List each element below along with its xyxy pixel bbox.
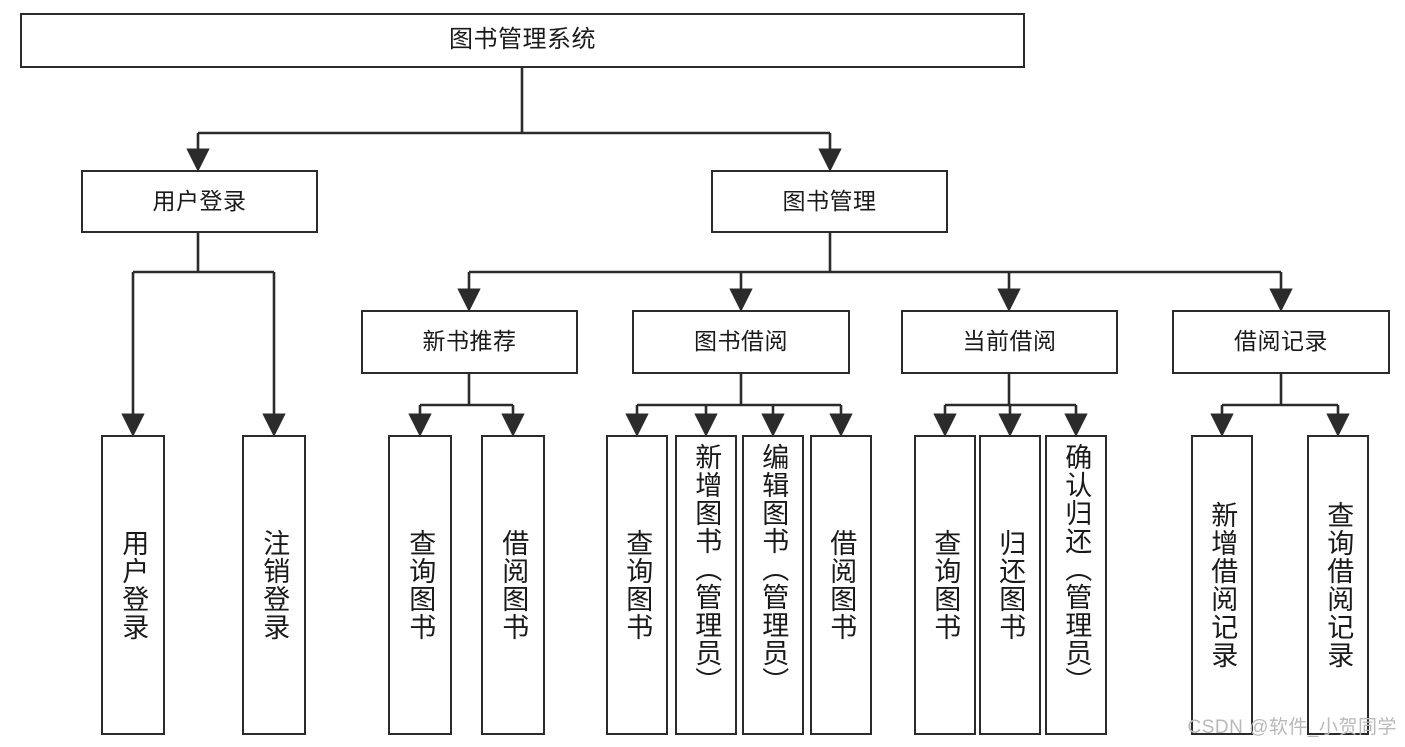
node-label: 图书管理: [782, 187, 877, 214]
node-label: 查询图书: [622, 529, 653, 641]
leaf-borrow-book-1[interactable]: 借阅图书: [481, 435, 545, 735]
csdn-watermark: CSDN @软件_小贺同学: [1187, 717, 1397, 738]
leaf-query-borrow-record[interactable]: 查询借阅记录: [1307, 435, 1369, 735]
node-borrow-record[interactable]: 借阅记录: [1172, 310, 1390, 374]
node-label: 借阅记录: [1234, 328, 1328, 355]
node-label: 用户登录: [152, 187, 247, 214]
leaf-query-book-2[interactable]: 查询图书: [606, 435, 668, 735]
leaf-query-book-1[interactable]: 查询图书: [388, 435, 452, 735]
leaf-return-book[interactable]: 归还图书: [979, 435, 1041, 735]
leaf-user-login[interactable]: 用户登录: [101, 435, 165, 735]
leaf-add-book-admin[interactable]: 新增图书（管理员）: [675, 435, 737, 735]
node-current-borrow[interactable]: 当前借阅: [901, 310, 1118, 374]
leaf-query-book-3[interactable]: 查询图书: [914, 435, 976, 735]
node-new-book-recommendation[interactable]: 新书推荐: [361, 310, 578, 374]
leaf-logout[interactable]: 注销登录: [242, 435, 306, 735]
leaf-borrow-book-2[interactable]: 借阅图书: [810, 435, 872, 735]
leaf-confirm-return-admin[interactable]: 确认归还（管理员）: [1045, 435, 1107, 735]
node-label: 借阅图书: [826, 529, 857, 641]
node-label: 新增图书（管理员）: [691, 443, 722, 695]
node-book-borrow[interactable]: 图书借阅: [632, 310, 850, 374]
node-label: 编辑图书（管理员）: [758, 443, 789, 695]
node-label: 注销登录: [259, 529, 290, 641]
node-label: 新书推荐: [422, 328, 517, 355]
node-book-manage[interactable]: 图书管理: [711, 170, 948, 233]
node-label: 查询图书: [405, 529, 436, 641]
node-label: 归还图书: [995, 529, 1026, 641]
node-user-login[interactable]: 用户登录: [81, 170, 318, 233]
node-root-book-management-system[interactable]: 图书管理系统: [20, 13, 1025, 68]
node-label: 确认归还（管理员）: [1061, 443, 1092, 695]
node-label: 查询借阅记录: [1323, 501, 1354, 669]
node-label: 图书管理系统: [449, 26, 596, 54]
node-label: 查询图书: [930, 529, 961, 641]
node-label: 当前借阅: [962, 328, 1057, 355]
leaf-add-borrow-record[interactable]: 新增借阅记录: [1191, 435, 1253, 735]
node-label: 图书借阅: [694, 328, 788, 355]
leaf-edit-book-admin[interactable]: 编辑图书（管理员）: [742, 435, 804, 735]
node-label: 借阅图书: [498, 529, 529, 641]
node-label: 用户登录: [118, 529, 149, 641]
node-label: 新增借阅记录: [1207, 501, 1238, 669]
